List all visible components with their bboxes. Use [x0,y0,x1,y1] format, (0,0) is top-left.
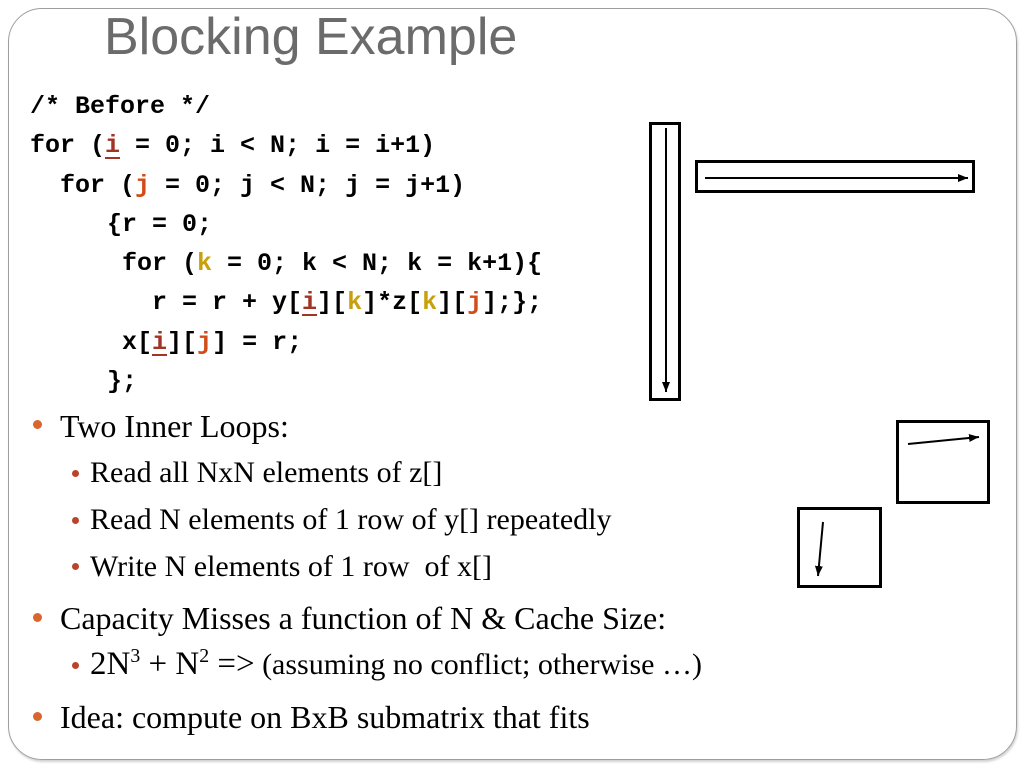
bullet-capacity-misses: Capacity Misses a function of N & Cache … [60,600,667,636]
bullet-dot [33,613,42,622]
code-segment: }; [107,367,138,397]
code-comment: /* Before */ [30,92,211,121]
code-segment: = 0; j < N; j = j+1) [150,170,466,200]
formula-term: + N [140,646,200,682]
index-j: j [467,288,483,318]
code-line: for (k = 0; k < N; k = k+1){ [122,244,542,283]
formula-arrow: => [209,646,255,682]
code-line: for (j = 0; j < N; j = j+1) [60,166,542,205]
code-segment: ];}; [482,288,543,318]
code-segment: {r = 0; [107,209,213,239]
slide-frame [8,8,1017,760]
index-i: i [152,327,168,357]
slide-title: Blocking Example [104,8,518,66]
code-block: /* Before */ for (i = 0; i < N; i = i+1)… [30,87,542,401]
bullet-dot [33,420,42,429]
code-line: r = r + y[i][k]*z[k][j];}; [152,283,542,322]
index-j: j [197,327,213,357]
code-line: /* Before */ [30,87,542,126]
sub-bullet-dot [72,662,79,669]
bullet-idea: Idea: compute on BxB submatrix that fits [60,699,590,735]
code-line: x[i][j] = r; [122,323,542,362]
bullet-dot [33,712,42,721]
code-segment: r = r + y[ [152,288,303,318]
sub-bullet-dot [72,563,79,570]
code-segment: ][ [437,288,468,318]
loop-variable-k: k [197,249,213,279]
index-k: k [347,288,363,318]
code-segment: for ( [60,170,136,200]
sub-bullet-read-z: Read all NxN elements of z[] [90,456,443,489]
bullet-two-inner-loops: Two Inner Loops: [60,408,289,444]
formula-exponent: 3 [130,645,141,668]
sub-bullet-miss-formula: 2N3 + N2 => (assuming no conflict; other… [90,645,702,682]
sub-bullet-write-x: Write N elements of 1 row of x[] [90,550,492,583]
code-segment: ][ [317,288,348,318]
index-k: k [422,288,438,318]
loop-variable-j: j [135,170,151,200]
formula-term: 2N [90,646,131,682]
index-i: i [302,288,318,318]
code-segment: x[ [122,327,153,357]
formula-exponent: 2 [199,645,210,668]
code-segment: = 0; k < N; k = k+1){ [212,249,543,279]
code-segment: for ( [30,131,106,161]
code-segment: ][ [167,327,198,357]
code-segment: ]*z[ [362,288,423,318]
code-segment: = 0; i < N; i = i+1) [120,131,436,161]
sub-bullet-dot [72,470,79,477]
code-line: {r = 0; [107,205,542,244]
code-line: }; [107,362,542,401]
code-segment: for ( [122,249,198,279]
sub-bullet-dot [72,517,79,524]
loop-variable-i: i [105,131,121,161]
formula-note: (assuming no conflict; otherwise …) [254,648,702,681]
code-segment: ] = r; [212,327,303,357]
sub-bullet-read-y: Read N elements of 1 row of y[] repeated… [90,503,612,536]
code-line: for (i = 0; i < N; i = i+1) [30,126,542,165]
